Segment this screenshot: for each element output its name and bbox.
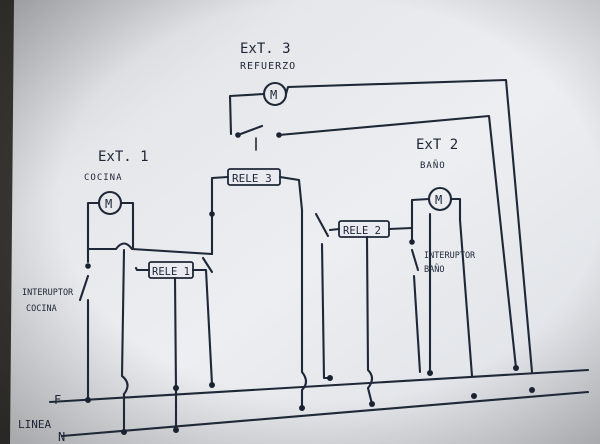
motor-fan-1-label: M: [105, 197, 112, 211]
fan-2-right-bus: [428, 212, 474, 378]
fan-3-subtitle: REFUERZO: [240, 61, 296, 72]
switch-bano-label-1: INTERUPTOR: [424, 251, 476, 261]
motor-fan-3-label: M: [270, 88, 277, 102]
switch-cocina-arm: [78, 274, 90, 302]
relay-3-coil-wires: [210, 175, 308, 410]
fan-2-wires: [410, 197, 462, 242]
relay-3-node: [209, 211, 215, 217]
supply-line-label: LINEA: [18, 418, 51, 431]
fan-2-title: ExT 2: [416, 137, 458, 153]
supply-neutral-label: N: [58, 430, 65, 444]
switch-cocina-label-2: COCINA: [26, 304, 57, 314]
relay-1-wires: [134, 266, 214, 386]
fan-3-return: [277, 114, 518, 370]
fan-1-subtitle: COCINA: [84, 173, 123, 183]
switch-cocina-contact-top: [85, 263, 91, 269]
motor-fan-2-label: M: [435, 193, 442, 207]
fan-1-crossover: [86, 242, 214, 256]
fan-1-wires: [86, 201, 135, 264]
fan-3-title: ExT. 3: [240, 41, 291, 57]
relay-2-label: RELE 2: [343, 225, 381, 237]
fan-1-return: [120, 248, 129, 434]
relay-2-wires: [328, 226, 414, 232]
junction-dots: [85, 365, 535, 435]
switch-bano-label-2: BAÑO: [424, 264, 444, 275]
neutral-line: [60, 390, 590, 438]
phase-line: [48, 368, 590, 404]
relay-3-label: RELE 3: [232, 172, 272, 185]
relay-3-switch-arm: [236, 124, 264, 137]
relay-1-switch: [201, 256, 214, 274]
fan-2-subtitle: BAÑO: [420, 160, 446, 171]
relay-3-contact-b: [276, 132, 282, 138]
relay-2-switch: [314, 212, 330, 238]
relay-2-coil: [365, 235, 374, 406]
relay-1-label: RELE 1: [152, 266, 190, 278]
relay-1-coil: [173, 276, 178, 432]
supply-phase-label: F: [54, 393, 61, 407]
fan-3-loop: [228, 78, 534, 374]
fan-1-title: ExT. 1: [98, 149, 149, 165]
switch-cocina-label-1: INTERUPTOR: [22, 288, 74, 298]
switch-bano-wire: [412, 274, 422, 374]
switch-bano-contact: [409, 239, 415, 245]
switch-bano-arm: [410, 248, 420, 272]
